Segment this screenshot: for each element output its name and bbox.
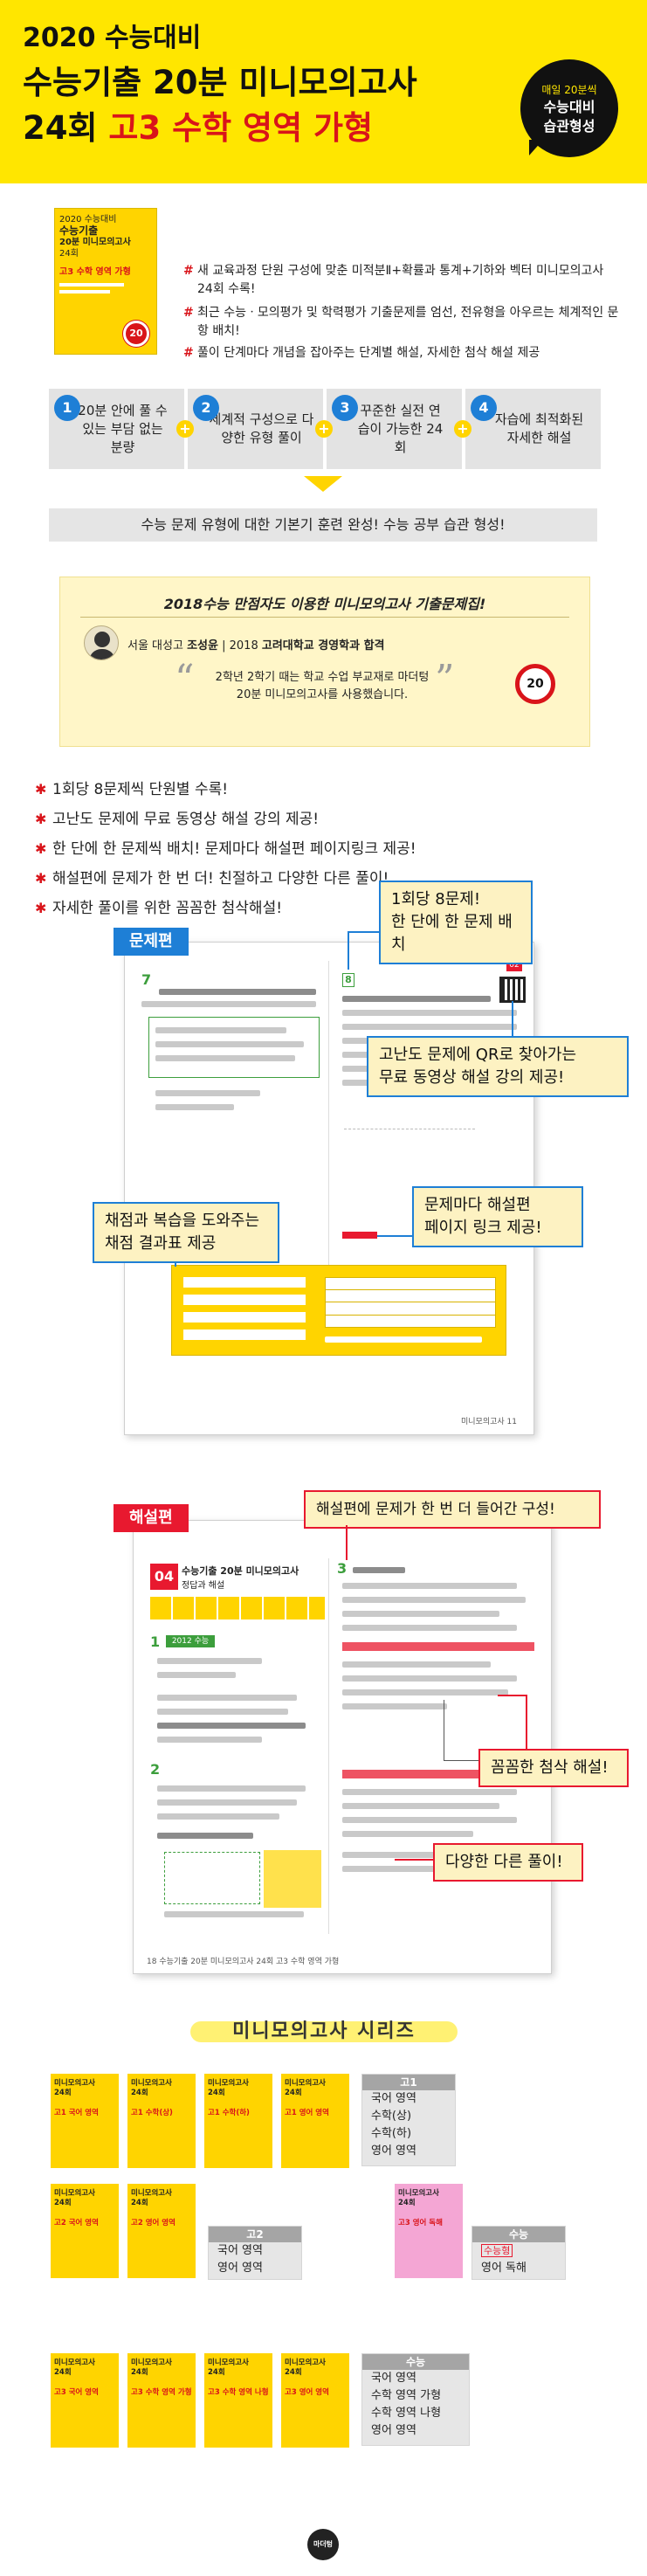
clock-icon: 20 bbox=[123, 321, 149, 347]
plus-icon: + bbox=[176, 420, 194, 438]
intro-bullet-1: #새 교육과정 단원 구성에 맞춘 미적분Ⅱ+확률과 통계+기하와 벡터 미니모… bbox=[183, 264, 604, 296]
cover-line1: 2020 수능대비 bbox=[59, 215, 117, 224]
summary-bar: 수능 문제 유형에 대한 기본기 훈련 완성! 수능 공부 습관 형성! bbox=[49, 508, 597, 542]
down-arrow-icon bbox=[304, 476, 342, 492]
condition-box bbox=[148, 1017, 320, 1078]
testimonial-quote: 2학년 2학기 때는 학교 수업 부교재로 마더텅 20분 미니모의고사를 사용… bbox=[215, 671, 430, 701]
quote-close-icon: ” bbox=[435, 657, 455, 701]
feature-star-5: ✱자세한 풀이를 위한 꼼꼼한 첨삭해설! bbox=[35, 900, 283, 917]
header-line3: 24회 고3 수학 영역 가형 bbox=[23, 101, 373, 148]
header-line3-prefix: 24회 bbox=[23, 109, 98, 147]
feature-box-3: 꾸준한 실전 연습이 가능한 24회 bbox=[327, 389, 462, 469]
feature-box-2: 체계적 구성으로 다양한 유형 풀이 bbox=[188, 389, 323, 469]
year-tag: 2012 수능 bbox=[166, 1635, 215, 1647]
answer-grid bbox=[150, 1597, 325, 1619]
cover-subject: 고3 수학 영역 가형 bbox=[59, 267, 131, 277]
solution-q3-number: 3 bbox=[337, 1560, 348, 1577]
page-link-marker bbox=[342, 1232, 377, 1239]
plus-icon: + bbox=[315, 420, 333, 438]
feature-box-1: 20분 안에 풀 수 있는 부담 없는 분량 bbox=[49, 389, 184, 469]
feature-star-2: ✱고난도 문제에 무료 동영상 해설 강의 제공! bbox=[35, 811, 320, 828]
feature-box-4: 자습에 최적화된 자세한 해설 bbox=[465, 389, 601, 469]
series-title: 미니모의고사 시리즈 bbox=[232, 2020, 416, 2042]
header-line3-highlight: 고3 수학 영역 가형 bbox=[108, 109, 374, 147]
solution-page-footer: 18 수능기출 20분 미니모의고사 24회 고3 수학 영역 가형 bbox=[147, 1958, 340, 1966]
intro-bullet-3: #풀이 단계마다 개념을 잡아주는 단계별 해설, 자세한 첨삭 해설 제공 bbox=[183, 346, 540, 360]
solution-q1-number: 1 bbox=[150, 1633, 161, 1650]
testimonial-author: 서울 대성고 조성윤 | 2018 고려대학교 경영학과 합격 bbox=[127, 639, 385, 653]
feature-star-4: ✱해설편에 문제가 한 번 더! 친절하고 다양한 다른 풀이! bbox=[35, 870, 389, 887]
solution-q2-number: 2 bbox=[150, 1761, 161, 1778]
book-cover: 2020 수능대비 수능기출 20분 미니모의고사 24회 고3 수학 영역 가… bbox=[54, 208, 157, 355]
chapter-title: 수능기출 20분 미니모의고사 bbox=[182, 1565, 299, 1577]
series-group-1: 고1 국어 영역 수학(상) 수학(하) 영어 영역 bbox=[361, 2074, 456, 2166]
badge-line1: 매일 20분씩 bbox=[541, 84, 597, 96]
feature-num-3: 3 bbox=[332, 395, 358, 421]
problem-section-tag: 문제편 bbox=[114, 928, 189, 956]
series-group-4: 수능 국어 영역 수학 영역 가형 수학 영역 나형 영어 영역 bbox=[361, 2353, 470, 2446]
intro-bullet-2: #최근 수능ㆍ모의평가 및 학력평가 기출문제를 엄선, 전유형을 아우르는 체… bbox=[183, 306, 619, 338]
testimonial-box bbox=[59, 577, 590, 747]
callout-qr-video: 고난도 문제에 QR로 찾아가는 무료 동영상 해설 강의 제공! bbox=[367, 1036, 629, 1097]
header-line2: 수능기출 20분 미니모의고사 bbox=[23, 64, 417, 101]
feature-num-2: 2 bbox=[193, 395, 219, 421]
series-group-3: 수능 수능형 영어 독해 bbox=[471, 2226, 566, 2280]
badge-line2: 수능대비 bbox=[543, 99, 595, 115]
problem-page-footer: 미니모의고사 11 bbox=[461, 1418, 517, 1426]
solution-section-tag: 해설편 bbox=[114, 1504, 189, 1532]
quote-open-icon: “ bbox=[175, 657, 195, 701]
callout-annotation: 꼼꼼한 첨삭 해설! bbox=[478, 1749, 629, 1787]
avatar bbox=[84, 625, 119, 660]
callout-alt-solution: 다양한 다른 풀이! bbox=[433, 1843, 583, 1882]
problem-number-left: 7 bbox=[141, 971, 152, 988]
badge-line3: 습관형성 bbox=[543, 118, 595, 135]
cover-line4: 24회 bbox=[59, 249, 79, 259]
series-group-2: 고2 국어 영역 영어 영역 bbox=[208, 2226, 302, 2280]
qr-code-icon bbox=[499, 977, 526, 1003]
problem-number-right: 8 bbox=[342, 973, 354, 987]
feature-num-1: 1 bbox=[54, 395, 80, 421]
testimonial-title: 2018수능 만점자도 이용한 미니모의고사 기출문제집! bbox=[163, 596, 486, 612]
plus-icon: + bbox=[454, 420, 471, 438]
chapter-subtitle: 정답과 해설 bbox=[182, 1581, 225, 1591]
feature-num-4: 4 bbox=[471, 395, 497, 421]
callout-one-per-column: 1회당 8문제! 한 단에 한 문제 배치 bbox=[379, 881, 533, 964]
feature-star-1: ✱1회당 8문제씩 단원별 수록! bbox=[35, 781, 229, 798]
callout-repeat-problem: 해설편에 문제가 한 번 더 들어간 구성! bbox=[304, 1490, 601, 1529]
chapter-number: 04 bbox=[150, 1564, 178, 1590]
publisher-logo: 마더텅 bbox=[307, 2529, 339, 2560]
cover-line2: 수능기출 bbox=[59, 224, 99, 237]
clock-icon: 20 bbox=[515, 664, 555, 704]
callout-score-table: 채점과 복습을 도와주는 채점 결과표 제공 bbox=[93, 1202, 279, 1263]
header-line1: 2020 수능대비 bbox=[23, 23, 202, 53]
cover-line3: 20분 미니모의고사 bbox=[59, 238, 131, 247]
callout-page-link: 문제마다 해설편 페이지 링크 제공! bbox=[412, 1186, 583, 1247]
feature-star-3: ✱한 단에 한 문제씩 배치! 문제마다 해설편 페이지링크 제공! bbox=[35, 840, 416, 858]
habit-badge: 매일 20분씩 수능대비 습관형성 bbox=[520, 59, 618, 157]
